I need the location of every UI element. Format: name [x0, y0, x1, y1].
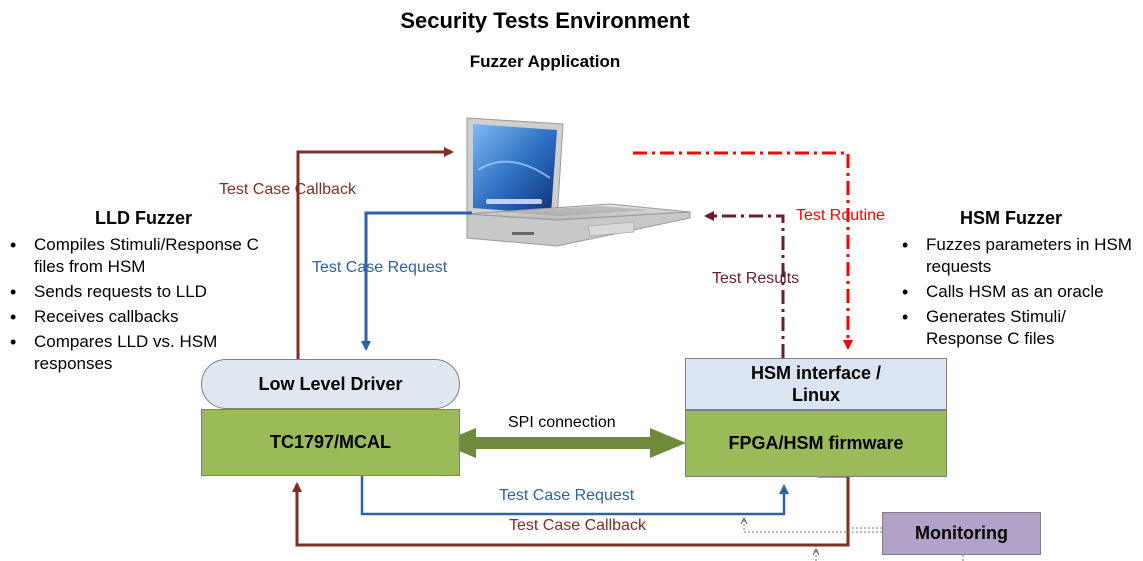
laptop-icon	[466, 117, 691, 247]
lld-fuzzer-title: LLD Fuzzer	[95, 208, 192, 228]
diagram-subtitle: Fuzzer Application	[469, 52, 621, 71]
test-case-callback-top-label: Test Case Callback	[219, 181, 356, 198]
fpga-hsm-firmware-box: FPGA/HSM firmware	[685, 410, 947, 477]
lld-fuzzer-item: Sends requests to LLD	[8, 281, 288, 303]
hsm-fuzzer-item: Calls HSM as an oracle	[900, 281, 1143, 303]
spi-connection-label: SPI connection	[508, 414, 616, 431]
low-level-driver-box: Low Level Driver	[201, 359, 460, 409]
hsm-fuzzer-title: HSM Fuzzer	[960, 208, 1063, 228]
hsm-interface-box: HSM interface / Linux	[685, 358, 947, 410]
tc1797-mcal-box: TC1797/MCAL	[201, 409, 460, 476]
monitoring-box: Monitoring	[882, 512, 1041, 555]
diagram-title: Security Tests Environment	[400, 8, 690, 33]
lld-fuzzer-item: Compares LLD vs. HSM responses	[8, 331, 288, 375]
hsm-fuzzer-item: Generates Stimuli/ Response C files	[900, 306, 1143, 350]
lld-fuzzer-item: Receives callbacks	[8, 306, 288, 328]
test-routine-label: Test Routine	[796, 207, 885, 224]
test-case-request-bottom-label: Test Case Request	[499, 487, 635, 504]
hsm-fuzzer-item: Fuzzes parameters in HSM requests	[900, 234, 1143, 278]
test-case-request-top-label: Test Case Request	[312, 259, 448, 276]
hsm-interface-line2: Linux	[791, 385, 840, 405]
test-case-callback-bottom-label: Test Case Callback	[509, 517, 646, 534]
lld-fuzzer-item: Compiles Stimuli/Response C files from H…	[8, 234, 288, 278]
hsm-fuzzer-list: Fuzzes parameters in HSM requests Calls …	[900, 234, 1143, 353]
hsm-interface-line1: HSM interface /	[750, 363, 882, 383]
test-results-label: Test Results	[712, 270, 800, 287]
lld-fuzzer-list: Compiles Stimuli/Response C files from H…	[8, 234, 288, 378]
